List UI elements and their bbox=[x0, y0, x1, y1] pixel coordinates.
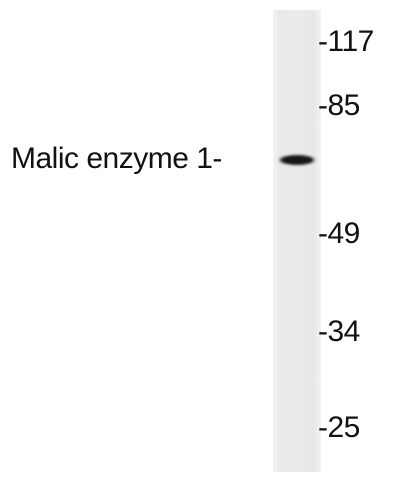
marker-34: -34 bbox=[318, 315, 360, 348]
marker-25: -25 bbox=[318, 411, 360, 444]
marker-85: -85 bbox=[318, 89, 360, 122]
lane bbox=[273, 10, 321, 472]
marker-49: -49 bbox=[318, 217, 360, 250]
protein-band-core bbox=[281, 156, 313, 164]
marker-117: -117 bbox=[318, 25, 374, 58]
band-label: Malic enzyme 1- bbox=[11, 142, 222, 175]
